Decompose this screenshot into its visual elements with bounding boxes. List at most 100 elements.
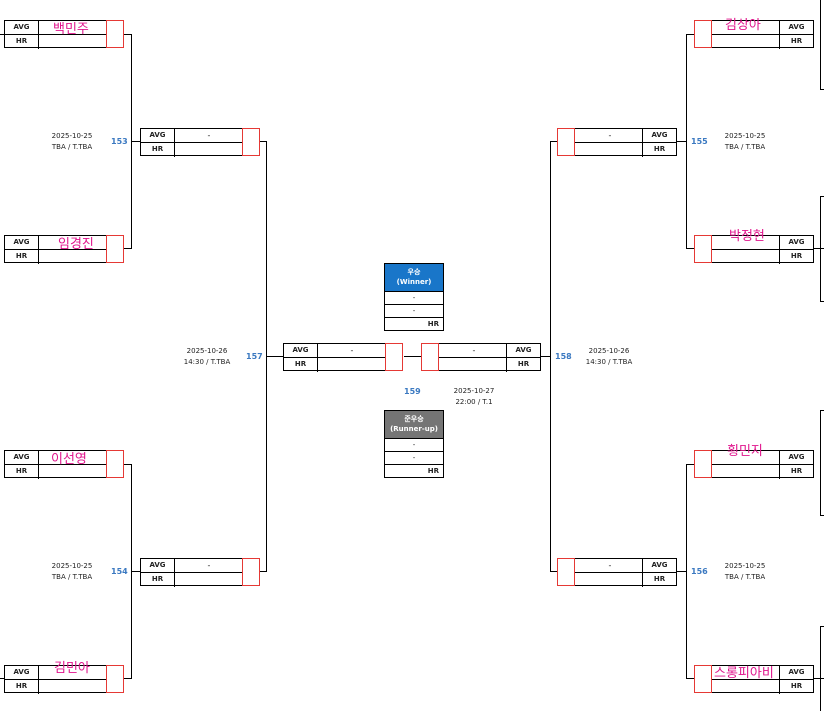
bracket-line [124,248,131,249]
player-slot[interactable]: AVG HR [694,665,814,694]
player-slot[interactable]: AVG HR [4,450,124,479]
bracket-line [550,141,551,572]
score-square [694,665,712,693]
runnerup-row: - [385,451,443,464]
avg-label: AVG [284,344,318,358]
score-square [557,558,575,586]
bracket-line [131,571,140,572]
bracket-line [259,571,266,572]
hr-label: HR [5,465,39,479]
runnerup-box: 준우승(Runner-up) - - HR [384,410,444,478]
match-number: 156 [691,567,708,576]
hr-label: HR [5,250,39,264]
bracket-line [131,141,140,142]
avg-label: AVG [5,666,39,680]
score-square [106,20,124,48]
bracket-line [686,678,694,679]
player-name[interactable]: 박정현 [729,229,765,244]
avg-label: AVG [5,21,39,35]
bracket-line [124,678,131,679]
score-square [106,235,124,263]
avg-label: AVG [779,21,813,35]
player-slot[interactable]: AVG HR [4,235,124,264]
bracket-line [550,571,558,572]
player-slot[interactable]: AVG HR [694,235,814,264]
player-name[interactable]: 이선영 [51,452,87,467]
player-name[interactable]: 백민주 [53,22,89,37]
bracket-line [686,34,687,249]
avg-label: AVG [5,236,39,250]
player-name[interactable]: 스롱피아비 [714,666,774,681]
bracket-line [686,248,694,249]
runnerup-row: - [385,438,443,451]
bracket-line [814,248,824,249]
bracket-edge [820,196,824,302]
bracket-line [124,34,131,35]
winner-header: 우승(Winner) [385,264,443,291]
player-slot[interactable]: AVG HR [4,20,124,49]
player-slot[interactable]: - AVG HR [421,343,541,372]
score-square [242,558,260,586]
player-placeholder: - [608,131,612,140]
bracket-line [686,464,694,465]
player-placeholder: - [350,346,354,355]
player-placeholder: - [472,346,476,355]
player-slot[interactable]: AVG HR - [283,343,403,372]
match-number: 158 [555,352,572,361]
bracket-edge [820,410,824,516]
avg-label: AVG [779,236,813,250]
bracket-line [0,678,4,679]
bracket-line [266,356,283,357]
runnerup-header: 준우승(Runner-up) [385,411,443,438]
score-square [106,665,124,693]
player-slot[interactable]: AVG HR - [140,558,260,587]
match-number: 159 [404,387,421,396]
hr-label: HR [506,358,540,372]
player-slot[interactable]: - AVG HR [557,128,677,157]
winner-row: - [385,304,443,317]
winner-row: - [385,291,443,304]
avg-label: AVG [642,129,676,143]
avg-label: AVG [779,666,813,680]
player-slot[interactable]: AVG HR [694,20,814,49]
avg-label: AVG [141,129,175,143]
score-square [106,450,124,478]
bracket-line [540,356,550,357]
player-placeholder: - [608,561,612,570]
player-placeholder: - [207,561,211,570]
bracket-edge [820,0,824,90]
avg-label: AVG [642,559,676,573]
match-number: 155 [691,137,708,146]
bracket-line [0,34,4,35]
player-name[interactable]: 횡민지 [727,444,763,459]
player-slot[interactable]: AVG HR [694,450,814,479]
avg-label: AVG [779,451,813,465]
bracket-line [124,464,131,465]
avg-label: AVG [5,451,39,465]
winner-box: 우승(Winner) - - HR [384,263,444,331]
hr-label: HR [642,573,676,587]
hr-label: HR [779,250,813,264]
bracket-line [686,464,687,679]
hr-label: HR [779,680,813,694]
match-number: 154 [111,567,128,576]
player-slot[interactable]: AVG HR - [140,128,260,157]
player-slot[interactable]: - AVG HR [557,558,677,587]
match-number: 153 [111,137,128,146]
hr-label: HR [779,35,813,49]
score-square [694,20,712,48]
score-square [694,235,712,263]
avg-label: AVG [141,559,175,573]
player-name[interactable]: 김민아 [54,661,90,676]
hr-label: HR [642,143,676,157]
bracket-line [676,141,686,142]
player-slot[interactable]: AVG HR [4,665,124,694]
player-name[interactable]: 김상아 [725,18,761,33]
player-name[interactable]: 임경진 [58,237,94,252]
hr-label: HR [779,465,813,479]
